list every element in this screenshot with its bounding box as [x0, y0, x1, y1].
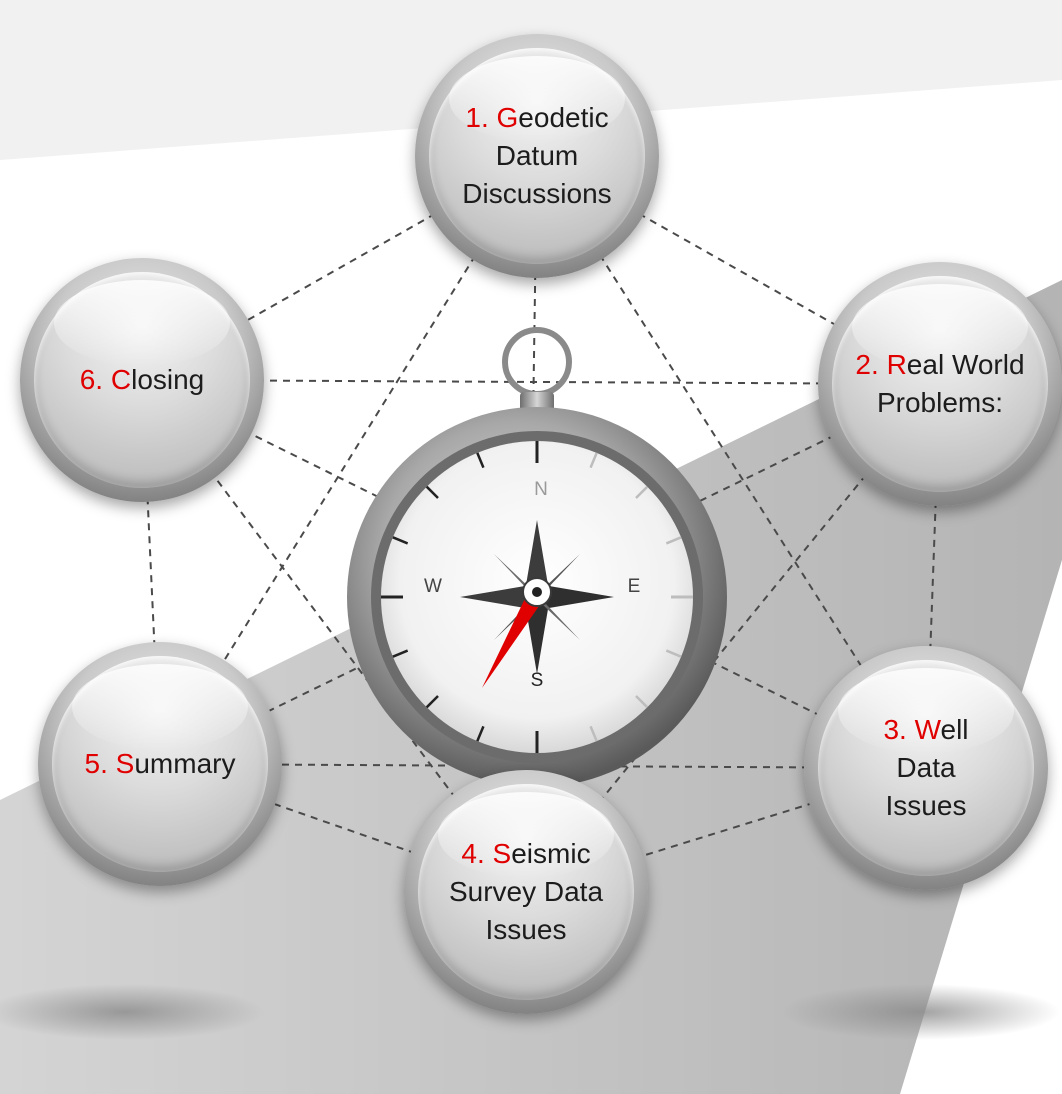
- connector-line: [141, 379, 941, 385]
- compass-tick: [425, 695, 439, 709]
- node-gloss: [438, 792, 614, 878]
- node-text-line: Issues: [885, 790, 967, 821]
- compass-tick: [665, 536, 682, 545]
- compass-label-e: E: [628, 576, 641, 597]
- node-initial: W: [914, 714, 941, 745]
- node-initial: G: [496, 102, 519, 133]
- node-number: 5.: [84, 748, 108, 779]
- compass-tick: [665, 649, 682, 658]
- connector-line: [141, 379, 927, 769]
- node-initial: S: [115, 748, 135, 779]
- node-label: 1. Geodetic Datum Discussions: [436, 99, 637, 213]
- node-well-data-issues[interactable]: 3. Well Data Issues: [804, 646, 1048, 890]
- node-number: 4.: [461, 838, 485, 869]
- compass-tick: [392, 649, 409, 658]
- compass-tick: [392, 536, 409, 545]
- node-initial: C: [110, 364, 132, 395]
- node-text-line: Survey Data: [448, 876, 604, 907]
- compass-tick: [635, 485, 649, 499]
- compass-tick: [589, 452, 598, 469]
- node-gloss: [838, 668, 1014, 754]
- compass-label-n: N: [534, 479, 548, 500]
- node-summary[interactable]: 5. Summary: [38, 642, 282, 886]
- node-gloss: [54, 280, 230, 366]
- compass-tick: [425, 485, 439, 499]
- node-initial: S: [492, 838, 512, 869]
- node-gloss: [449, 56, 625, 142]
- compass-tick: [635, 695, 649, 709]
- node-text-line: eodetic: [518, 102, 609, 133]
- node-text-line: Problems:: [876, 387, 1004, 418]
- node-number: 3.: [883, 714, 907, 745]
- shadow-right: [780, 984, 1060, 1040]
- compass-pivot-inner: [532, 587, 542, 597]
- node-text-line: Datum: [495, 140, 579, 171]
- node-label: 5. Summary: [59, 745, 262, 783]
- node-label: 3. Well Data Issues: [857, 711, 994, 825]
- shadow-left: [0, 984, 265, 1040]
- node-label: 4. Seismic Survey Data Issues: [423, 835, 629, 949]
- node-number: 2.: [855, 349, 879, 380]
- node-label: 2. Real World Problems:: [829, 346, 1050, 422]
- compass-tick: [476, 452, 485, 469]
- compass-ring-loop: [502, 327, 572, 397]
- compass-needle-icon: [482, 588, 546, 688]
- compass-label-w: W: [424, 576, 442, 597]
- node-closing[interactable]: 6. Closing: [20, 258, 264, 502]
- node-real-world-problems[interactable]: 2. Real World Problems:: [818, 262, 1062, 506]
- node-text-line: eal World: [906, 349, 1025, 380]
- compass-tick: [589, 725, 598, 742]
- node-text-line: ell: [940, 714, 969, 745]
- node-geodetic-datum[interactable]: 1. Geodetic Datum Discussions: [415, 34, 659, 278]
- node-gloss: [72, 664, 248, 750]
- node-text-line: eismic: [511, 838, 591, 869]
- node-label: 6. Closing: [54, 361, 231, 399]
- compass-ticks: [381, 441, 693, 753]
- node-number: 1.: [465, 102, 489, 133]
- node-text-line: losing: [131, 364, 205, 395]
- node-text-line: Data: [896, 752, 956, 783]
- node-text-line: ummary: [134, 748, 236, 779]
- node-number: 6.: [79, 364, 104, 395]
- node-gloss: [852, 284, 1028, 370]
- node-text-line: Issues: [485, 914, 567, 945]
- node-seismic-survey[interactable]: 4. Seismic Survey Data Issues: [404, 770, 648, 1014]
- compass-tick: [476, 725, 485, 742]
- node-text-line: Discussions: [462, 178, 612, 209]
- compass-label-s: S: [531, 670, 544, 691]
- node-initial: R: [886, 349, 907, 380]
